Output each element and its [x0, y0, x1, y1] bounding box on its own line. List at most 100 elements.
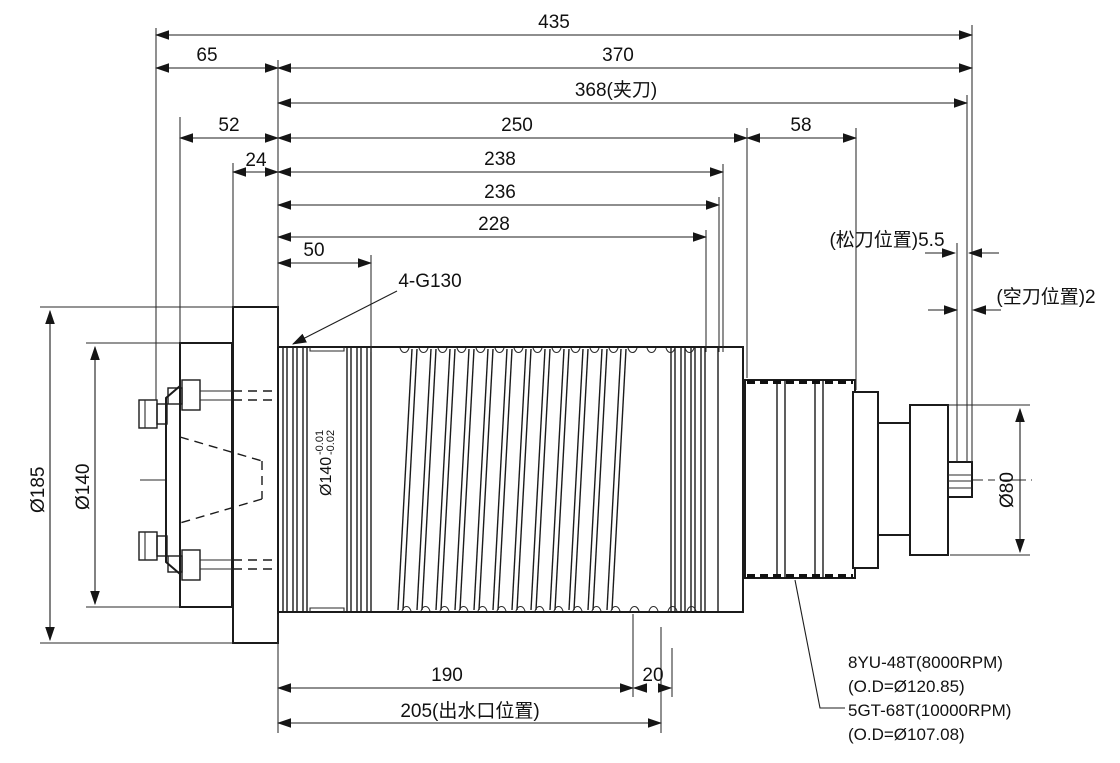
groove-notch-bottom: [439, 605, 450, 612]
front-recess-bottom: [309, 607, 345, 612]
groove-notch-top: [589, 347, 600, 354]
groove-notch-top: [494, 347, 505, 354]
rear-assembly: [852, 391, 973, 569]
front-cone: [165, 383, 181, 577]
dim-58-label: 58: [790, 115, 811, 136]
body-groove-line: [549, 348, 565, 611]
mounting-flange: [232, 306, 279, 644]
release-cylinder: [909, 404, 949, 556]
body-groove-line: [554, 348, 570, 611]
body-groove-line: [397, 348, 413, 611]
dim-50-label: 50: [303, 240, 324, 261]
groove-notch-top: [437, 347, 448, 354]
left-assembly: [138, 306, 298, 644]
groove-notch-top: [418, 347, 429, 354]
dia140-label: Ø140: [73, 464, 94, 510]
groove-notch-top: [551, 347, 562, 354]
groove-notch-top: [456, 347, 467, 354]
body-groove-line: [606, 348, 622, 611]
pulley-body: [744, 379, 856, 579]
pulley-note-line2: (O.D=Ø120.85): [848, 677, 965, 696]
body-groove-line: [454, 348, 470, 611]
dia80-label: Ø80: [997, 472, 1018, 508]
thread-callout-leader: [291, 290, 398, 345]
groove-notch-top: [532, 347, 543, 354]
pulley-note-leader: [794, 579, 845, 709]
bolt-collar-upper-left: [156, 403, 168, 425]
dim-20-label: 20: [642, 665, 663, 686]
groove-notch-bottom: [686, 605, 697, 612]
bolt-head-upper-left: [138, 399, 158, 429]
body-groove-line: [497, 348, 513, 611]
dia140-tol-lower: -0.02: [325, 430, 337, 455]
groove-notch-top: [646, 347, 657, 354]
body-groove-line: [587, 348, 603, 611]
rear-neck: [877, 422, 911, 536]
dim-370-label: 370: [602, 45, 634, 66]
dia140-tol-upper: -0.01: [314, 430, 326, 455]
body-groove-line: [611, 348, 627, 611]
groove-notch-top: [608, 347, 619, 354]
groove-notch-bottom: [629, 605, 640, 612]
empty-position-label: (空刀位置)2: [996, 286, 1095, 308]
body-groove-line: [592, 348, 608, 611]
groove-notch-top: [399, 347, 410, 354]
pulley-note: 8YU-48T(8000RPM) (O.D=Ø120.85) 5GT-68T(1…: [848, 653, 1011, 744]
pulley-note-line3: 5GT-68T(10000RPM): [848, 701, 1011, 720]
dimension-lines: [45, 30, 1025, 728]
dim-236-label: 236: [484, 182, 516, 203]
body-groove-line: [516, 348, 532, 611]
rotary-joint: [947, 461, 973, 498]
rear-cap: [852, 391, 879, 569]
body-groove-line: [459, 348, 475, 611]
clamp-bolt-upper: [181, 379, 201, 411]
groove-notch-bottom: [401, 605, 412, 612]
dia185-label: Ø185: [28, 467, 49, 513]
bolt-head-lower-left: [138, 531, 158, 561]
body-groove-line: [568, 348, 584, 611]
holder-plate: [179, 342, 233, 608]
dim-24-label: 24: [245, 150, 267, 171]
groove-notch-top: [627, 347, 638, 354]
dia140-tolerance-label: Ø140 -0.01 -0.02: [314, 430, 337, 496]
body-groove-line: [573, 348, 589, 611]
dim-65-label: 65: [196, 45, 217, 66]
leaders: [291, 290, 845, 709]
body-groove-line: [535, 348, 551, 611]
groove-notch-bottom: [534, 605, 545, 612]
groove-notch-top: [513, 347, 524, 354]
groove-notch-top: [475, 347, 486, 354]
groove-notch-bottom: [610, 605, 621, 612]
release-position-label: (松刀位置)5.5: [829, 229, 944, 251]
body-groove-line: [402, 348, 418, 611]
dim-435-label: 435: [538, 12, 570, 33]
dim-368-label: 368(夹刀): [575, 79, 657, 101]
dim-190-label: 190: [431, 665, 463, 686]
body-groove-line: [416, 348, 432, 611]
dim-250-label: 250: [501, 115, 533, 136]
pulley-note-line4: (O.D=Ø107.08): [848, 725, 965, 744]
groove-notch-bottom: [572, 605, 583, 612]
dim-228-label: 228: [478, 214, 510, 235]
body-groove-line: [530, 348, 546, 611]
groove-notch-top: [570, 347, 581, 354]
clamp-bolt-lower: [181, 549, 201, 581]
groove-notch-bottom: [458, 605, 469, 612]
front-recess-top: [309, 347, 345, 352]
groove-notch-bottom: [648, 605, 659, 612]
groove-notch-bottom: [667, 605, 678, 612]
cooling-spiral-grooves: [397, 348, 627, 611]
body-groove-line: [435, 348, 451, 611]
dim-52-label: 52: [218, 115, 239, 136]
main-body: [277, 346, 744, 613]
body-groove-line: [440, 348, 456, 611]
dimension-labels: 435 65 370 368(夹刀) 52 250 58 24 238 236 …: [28, 12, 1096, 722]
groove-notch-bottom: [420, 605, 431, 612]
groove-notch-bottom: [591, 605, 602, 612]
groove-notch-bottom: [496, 605, 507, 612]
groove-notch-bottom: [515, 605, 526, 612]
groove-notch-bottom: [553, 605, 564, 612]
body-shell: [277, 346, 744, 613]
groove-edge-notches: [399, 347, 697, 612]
